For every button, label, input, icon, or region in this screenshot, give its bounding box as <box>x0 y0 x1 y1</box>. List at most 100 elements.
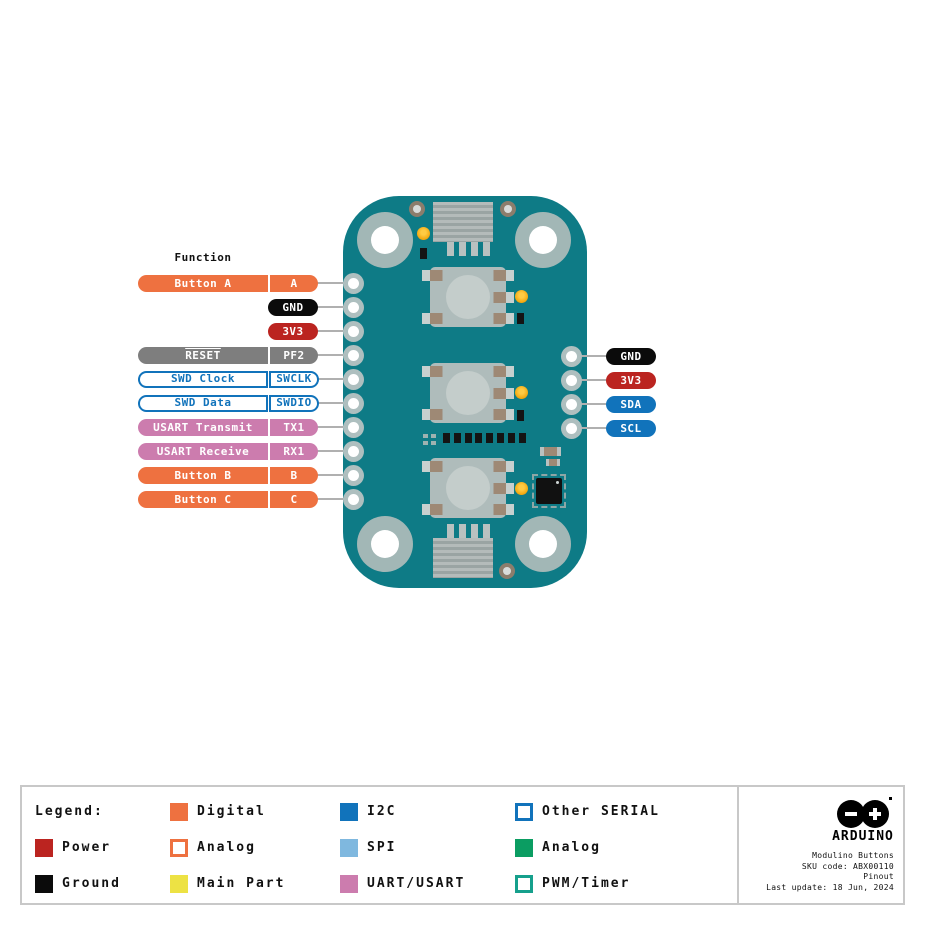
legend-label: Analog <box>542 840 601 855</box>
pin-row-right-SDA: SDA <box>606 395 656 413</box>
connector-leg-top-2 <box>459 242 466 256</box>
legend-swatch-digital <box>170 838 188 857</box>
brand-name: ARDUINO <box>832 829 894 844</box>
mounting-hole-3 <box>357 516 413 572</box>
pin-left-A <box>343 272 364 294</box>
function-column-header: Function <box>174 251 232 264</box>
push-button-B <box>422 363 514 423</box>
qwiic-connector-top <box>433 202 493 242</box>
pin-name-B: B <box>268 466 318 484</box>
pin-name-TX1: TX1 <box>268 418 318 436</box>
legend-label: SPI <box>367 840 397 855</box>
legend-label: I2C <box>367 804 397 819</box>
connector-leg-bottom-3 <box>471 524 478 538</box>
legend-swatch-serial <box>515 802 533 821</box>
resistor-1 <box>540 447 561 456</box>
legend-item-analog: Analog <box>515 838 601 857</box>
connector-leg-bottom-4 <box>483 524 490 538</box>
pin-name-PF2: PF2 <box>268 346 318 364</box>
header-pad <box>475 433 483 443</box>
pin-name-SWDIO: SWDIO <box>269 394 319 412</box>
pin-right-3V3 <box>561 369 582 391</box>
trademark-dot <box>889 797 892 800</box>
connector-leg-top-4 <box>483 242 490 256</box>
overline-text: RESET <box>185 348 221 362</box>
pin-name-A: A <box>268 274 318 292</box>
header-pad-light <box>431 441 436 445</box>
pin-left-3V3 <box>343 320 364 342</box>
legend-divider <box>737 787 739 903</box>
wire-left-PF2 <box>316 354 354 356</box>
legend-swatch-i2c <box>340 802 358 821</box>
pin-right-GND <box>561 345 582 367</box>
ic-pin1-dot <box>556 481 559 484</box>
connector-leg-bottom-1 <box>447 524 454 538</box>
legend-label: PWM/Timer <box>542 876 631 891</box>
solder-pad <box>490 366 514 377</box>
header-pad-light <box>423 441 428 445</box>
pin-left-C <box>343 488 364 510</box>
legend-label: Analog <box>197 840 256 855</box>
legend-label: Legend: <box>35 804 104 819</box>
wire-right-GND <box>578 355 606 357</box>
wire-right-SDA <box>578 403 606 405</box>
doc-type: Pinout <box>863 872 894 881</box>
mounting-hole-2 <box>515 212 571 268</box>
function-label-A: Button A <box>138 274 268 292</box>
legend-item-other-serial: Other SERIAL <box>515 802 660 821</box>
push-button-C <box>422 458 514 518</box>
header-pad <box>443 433 450 443</box>
legend-swatch-power <box>35 838 53 857</box>
pin-left-RX1 <box>343 440 364 462</box>
solder-pad <box>422 270 446 281</box>
function-label-TX1: USART Transmit <box>138 418 268 436</box>
pin-row-right-SCL: SCL <box>606 419 656 437</box>
legend-item-main-part: Main Part <box>170 874 285 893</box>
legend-item-digital: Digital <box>170 802 266 821</box>
pin-name-C: C <box>268 490 318 508</box>
function-label-C: Button C <box>138 490 268 508</box>
pin-name-GND: GND <box>268 298 318 316</box>
solder-pad <box>490 409 514 420</box>
legend-item-uart-usart: UART/USART <box>340 874 465 893</box>
wire-left-SWDIO <box>316 402 354 404</box>
legend-label: Ground <box>62 876 121 891</box>
sku-code: SKU code: ABX00110 <box>801 861 894 871</box>
pin-name-3V3: 3V3 <box>268 322 318 340</box>
legend-swatch-uart <box>340 874 358 893</box>
solder-pad <box>490 291 514 303</box>
solder-pad <box>422 461 446 472</box>
header-pad-light <box>431 434 436 438</box>
legend-label: UART/USART <box>367 876 466 891</box>
led-4 <box>514 481 528 495</box>
legend-label: Other SERIAL <box>542 804 660 819</box>
header-pad <box>464 433 472 443</box>
pin-name-SWCLK: SWCLK <box>269 370 319 388</box>
wire-left-TX1 <box>316 426 354 428</box>
ic-chip <box>532 474 566 508</box>
screw-hole-3 <box>499 563 515 579</box>
solder-pad <box>490 504 514 515</box>
wire-right-3V3 <box>578 379 606 381</box>
connector-leg-top-3 <box>471 242 478 256</box>
qwiic-connector-bottom <box>433 538 493 578</box>
pin-left-TX1 <box>343 416 364 438</box>
button-cap <box>446 466 490 510</box>
function-label-PF2: RESET <box>138 346 268 364</box>
header-pad <box>518 433 526 443</box>
wire-right-SCL <box>578 427 606 429</box>
wire-left-GND <box>316 306 354 308</box>
wire-left-C <box>316 498 354 500</box>
legend-label: Digital <box>197 804 266 819</box>
pin-row-GND: GND <box>138 298 318 316</box>
legend-swatch-analog_green <box>515 838 533 857</box>
button-cap <box>446 371 490 415</box>
screw-hole-1 <box>409 201 425 217</box>
